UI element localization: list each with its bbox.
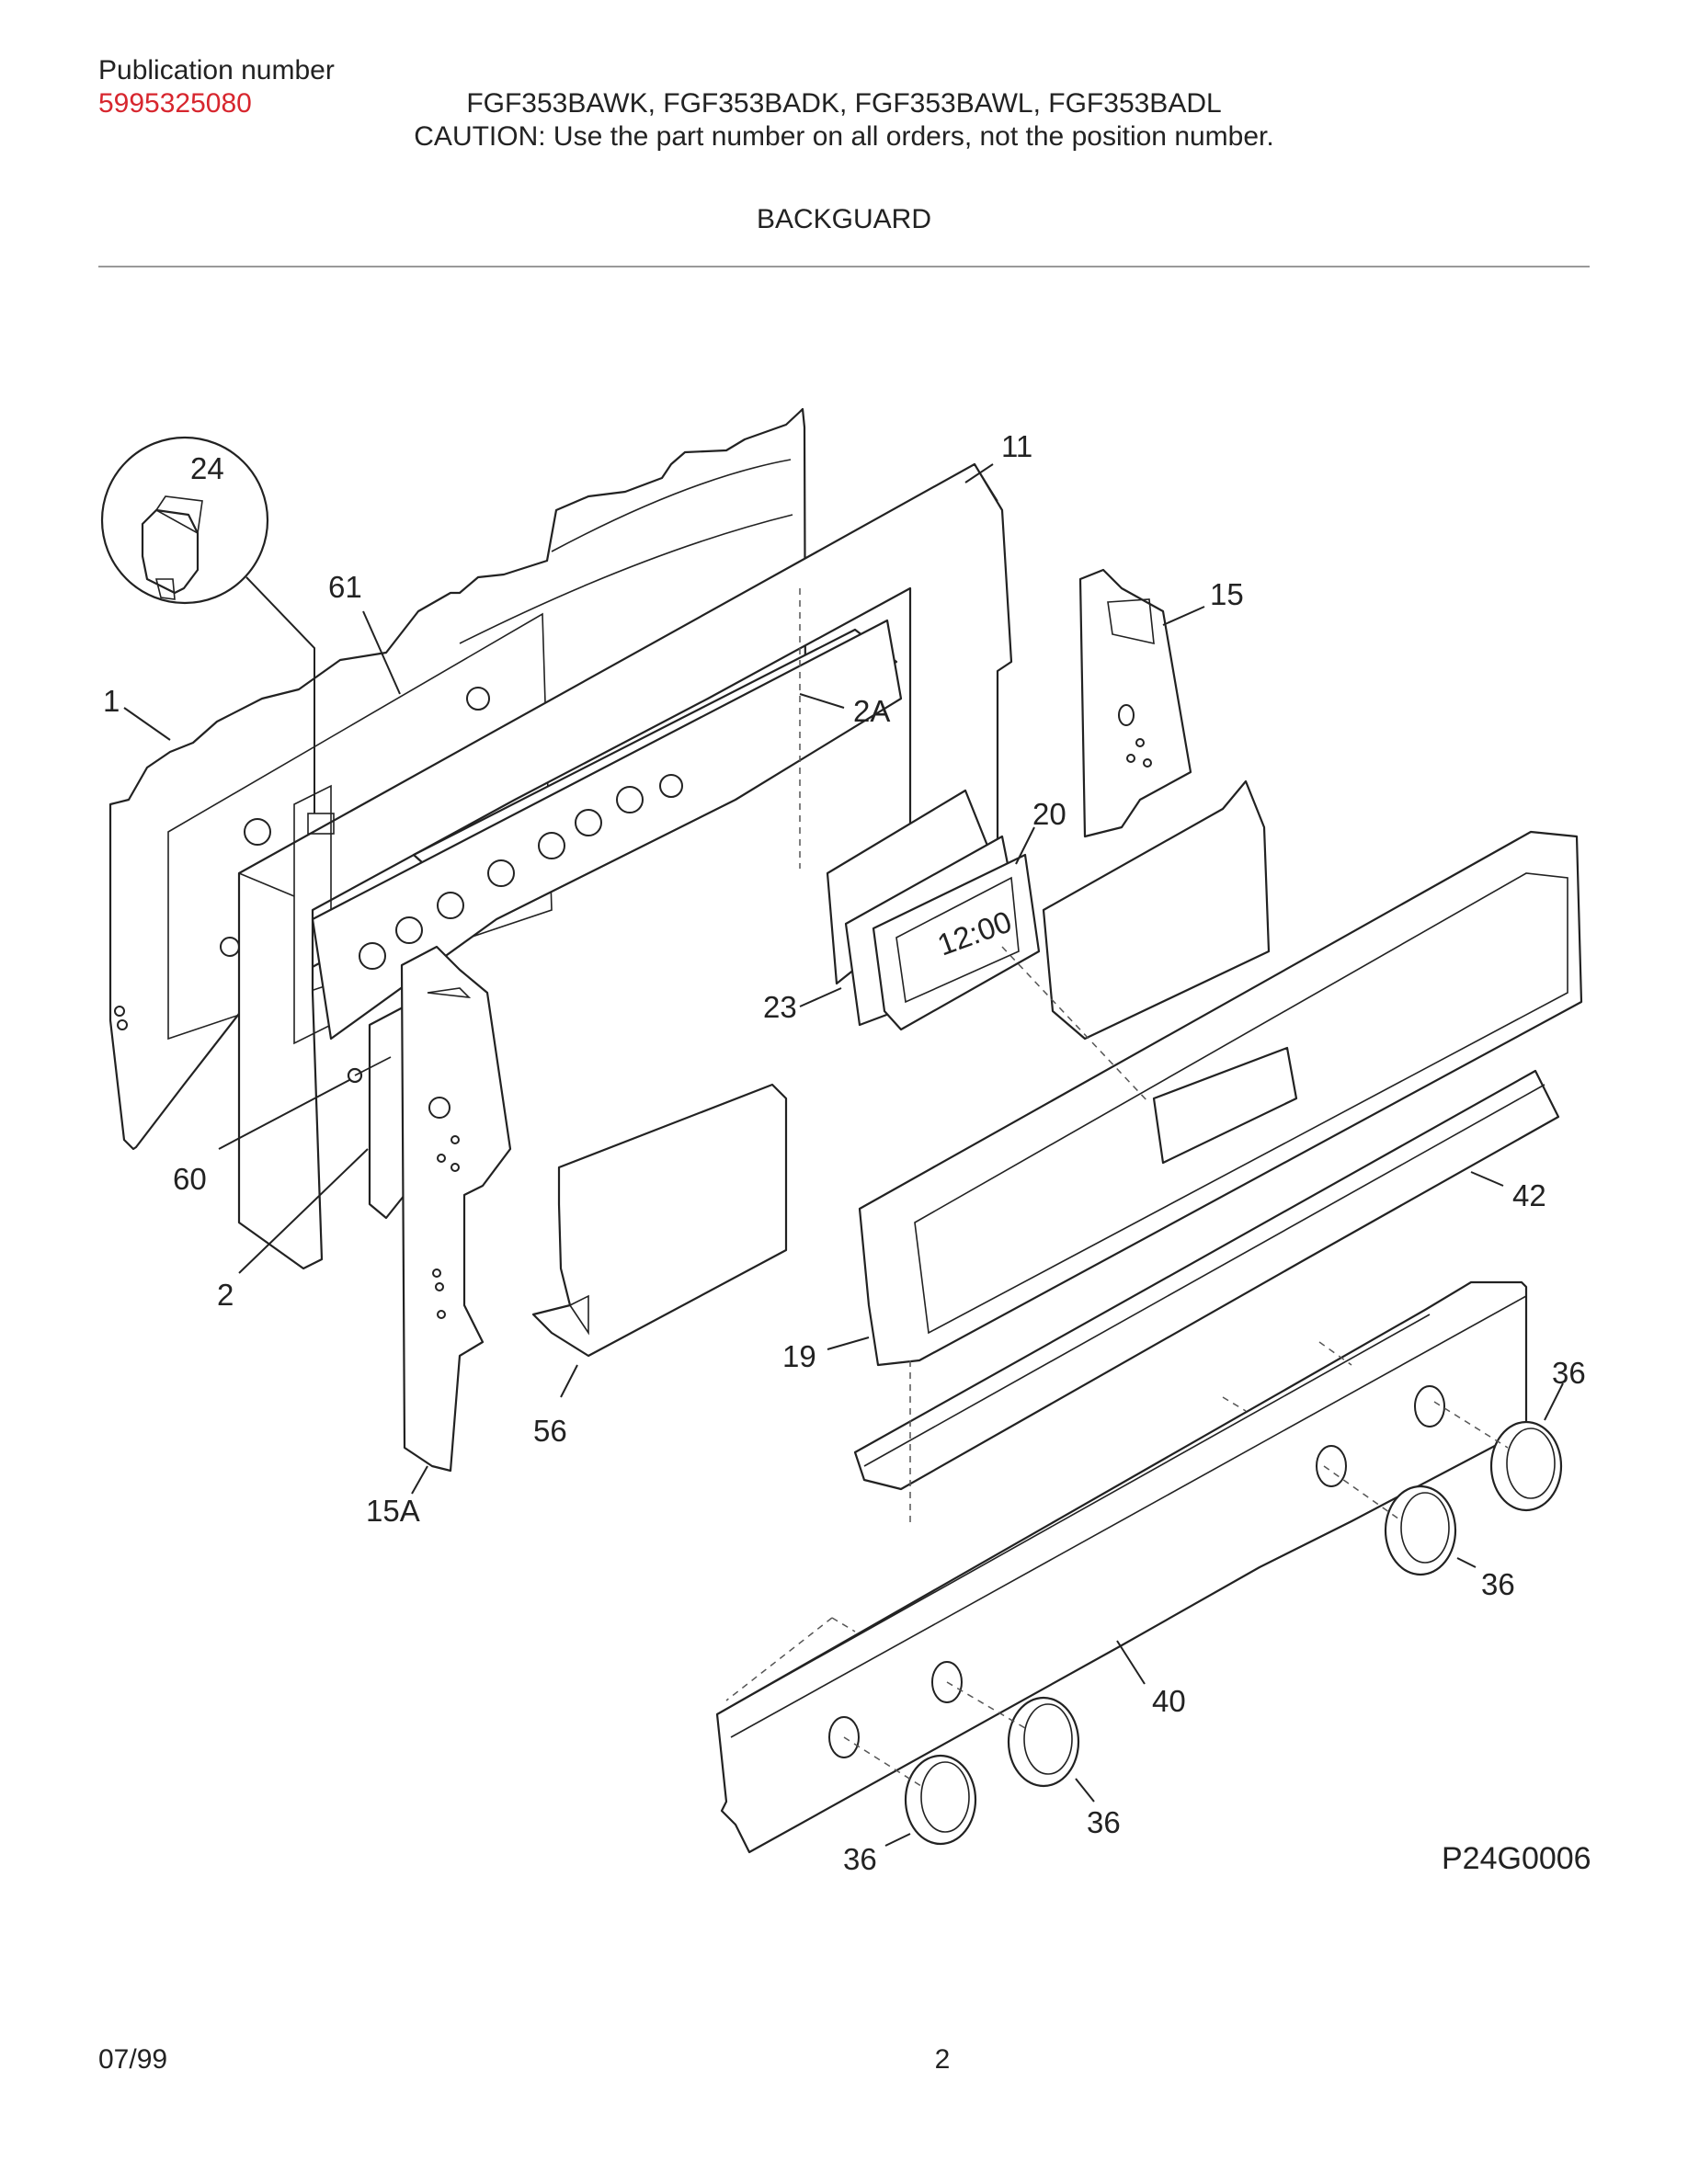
callout-60: 60 [173, 1162, 207, 1196]
part-2-bracket [347, 1005, 406, 1220]
callout-15: 15 [1210, 577, 1244, 611]
callout-20: 20 [1032, 797, 1066, 831]
part-19-front-glass [858, 830, 1583, 1367]
figure-code: P24G0006 [1442, 1841, 1591, 1876]
callout-23: 23 [763, 990, 797, 1024]
part-15a-left-bracket [400, 945, 512, 1473]
callout-42: 42 [1512, 1178, 1546, 1212]
callout-36-c: 36 [1087, 1805, 1121, 1839]
callouts: 24 11 61 15 1 2A 20 23 60 2 56 15A 19 42… [103, 429, 1586, 1876]
part-56-trim [531, 1083, 788, 1358]
part-42-trim-rail [853, 1069, 1560, 1491]
knob-36-rear-left [1007, 1696, 1080, 1788]
callout-19: 19 [782, 1339, 816, 1373]
callout-24: 24 [190, 451, 224, 485]
header-divider [98, 266, 1590, 267]
callout-61: 61 [328, 570, 362, 604]
footer-date: 07/99 [98, 2044, 168, 2075]
alignment-lines [725, 588, 1509, 1789]
callout-1: 1 [103, 684, 120, 718]
part-20-clock: 12:00 [826, 789, 1041, 1031]
publication-label: Publication number [98, 55, 335, 85]
control-panel-body [1042, 779, 1271, 1041]
knob-36-front-left [904, 1754, 977, 1846]
leader-lines [123, 463, 1564, 1847]
callout-36-a: 36 [1552, 1356, 1586, 1390]
callout-56: 56 [533, 1414, 567, 1448]
callout-36-b: 36 [1481, 1567, 1515, 1601]
part-2a-shield [311, 619, 903, 1041]
callout-11: 11 [1001, 429, 1032, 463]
section-title: BACKGUARD [756, 204, 932, 234]
page-number: 2 [934, 2044, 951, 2075]
callout-2: 2 [217, 1278, 234, 1312]
part-24-switch-detail [100, 436, 335, 835]
publication-number: 5995325080 [98, 88, 252, 119]
model-numbers: FGF353BAWK, FGF353BADK, FGF353BAWL, FGF3… [466, 88, 1222, 119]
part-15-right-bracket [1078, 568, 1192, 838]
knob-36-front-right [1384, 1484, 1457, 1576]
callout-15a: 15A [366, 1494, 420, 1528]
callout-2a: 2A [853, 694, 890, 728]
caution-note: CAUTION: Use the part number on all orde… [414, 121, 1274, 152]
knob-36-rear-right [1489, 1420, 1563, 1512]
callout-36-d: 36 [843, 1842, 877, 1876]
callout-40: 40 [1152, 1684, 1186, 1718]
